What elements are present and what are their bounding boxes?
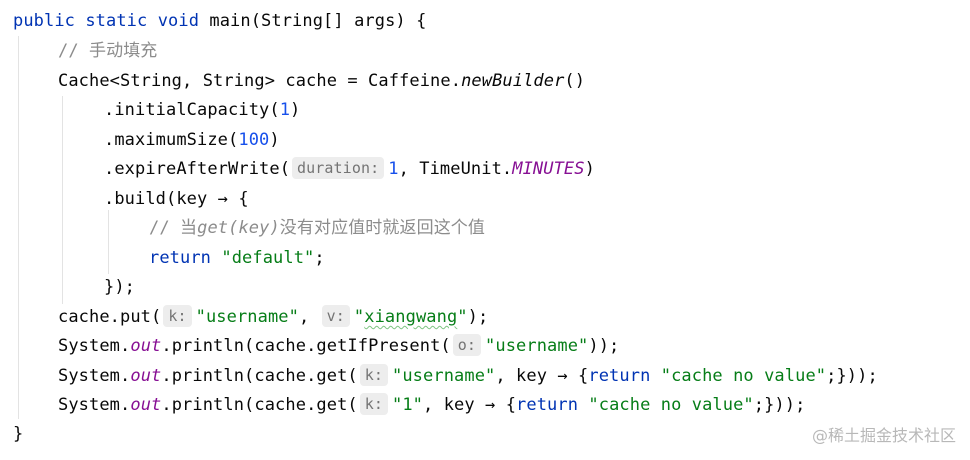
indent-guide xyxy=(108,210,109,274)
code-line-10: }); xyxy=(104,272,135,302)
parameter-hint: k: xyxy=(359,393,389,415)
keyword-return: return xyxy=(149,248,222,268)
comment: // 手动填充 xyxy=(58,41,158,61)
method-signature: main(String[] args) { xyxy=(209,11,427,31)
comment: 没有对应值时就返回这个值 xyxy=(279,218,485,238)
code-text: .println(cache.getIfPresent( xyxy=(161,336,451,356)
code-text: } xyxy=(13,424,24,444)
code-text: , key → { xyxy=(423,395,517,415)
indent-guide xyxy=(62,96,63,304)
code-text: }); xyxy=(104,277,136,297)
static-field: MINUTES xyxy=(512,159,585,179)
code-text: ;})); xyxy=(826,366,878,386)
parameter-hint: k: xyxy=(163,305,192,327)
code-line-6: .expireAfterWrite(duration:1, TimeUnit.M… xyxy=(104,154,595,184)
code-line-12: System.out.println(cache.getIfPresent(o:… xyxy=(58,331,619,361)
indent-guide xyxy=(18,36,19,419)
code-text: System. xyxy=(58,336,131,356)
code-text: .maximumSize( xyxy=(104,130,239,150)
code-text: .expireAfterWrite( xyxy=(104,159,291,179)
number-literal: 1 xyxy=(388,159,399,179)
code-line-15: } xyxy=(13,419,23,449)
code-text: .println(cache.get( xyxy=(161,366,358,386)
string-literal: "cache no value" xyxy=(588,395,754,415)
string-quote: " xyxy=(457,307,468,327)
code-line-13: System.out.println(cache.get(k:"username… xyxy=(58,361,878,391)
string-literal: "username" xyxy=(485,336,589,356)
code-text: , TimeUnit. xyxy=(398,159,513,179)
keywords: public static void xyxy=(13,11,210,31)
keyword-return: return xyxy=(516,395,589,415)
string-literal: "username" xyxy=(195,307,299,327)
code-line-14: System.out.println(cache.get(k:"1", key … xyxy=(58,390,805,420)
string-literal: "default" xyxy=(221,248,315,268)
code-text: , key → { xyxy=(495,366,589,386)
code-text: .build(key → { xyxy=(104,189,249,209)
code-text: ;})); xyxy=(753,395,806,415)
code-text: () xyxy=(564,71,586,91)
parameter-hint: v: xyxy=(321,305,350,327)
code-line-5: .maximumSize(100) xyxy=(104,125,280,155)
typo-string: xiangwang xyxy=(364,307,458,327)
code-text: , xyxy=(298,307,320,327)
code-text: ); xyxy=(467,307,489,327)
static-field: out xyxy=(130,336,162,356)
code-text: cache.put( xyxy=(58,307,162,327)
number-literal: 100 xyxy=(238,130,270,150)
code-line-11: cache.put(k:"username", v:"xiangwang"); xyxy=(58,302,488,332)
code-text: System. xyxy=(58,366,131,386)
code-line-1: public static void main(String[] args) { xyxy=(13,6,426,36)
code-text: ) xyxy=(290,100,301,120)
string-literal: "1" xyxy=(392,395,424,415)
code-text: ; xyxy=(314,248,325,268)
parameter-hint: o: xyxy=(452,334,482,356)
static-method: newBuilder xyxy=(461,71,565,91)
code-text: .initialCapacity( xyxy=(104,100,280,120)
code-line-8: // 当get(key)没有对应值时就返回这个值 xyxy=(149,213,485,243)
code-line-3: Cache<String, String> cache = Caffeine.n… xyxy=(58,66,585,96)
parameter-hint: duration: xyxy=(292,157,385,179)
comment-code: get(key) xyxy=(197,218,280,238)
string-literal: "cache no value" xyxy=(660,366,827,386)
code-text: ) xyxy=(269,130,280,150)
code-line-4: .initialCapacity(1) xyxy=(104,95,300,125)
string-quote: " xyxy=(353,307,365,327)
static-field: out xyxy=(130,395,162,415)
code-text: System. xyxy=(58,395,131,415)
string-literal: "username" xyxy=(392,366,496,386)
comment: // 当 xyxy=(149,218,198,238)
static-field: out xyxy=(130,366,162,386)
code-line-9: return "default"; xyxy=(149,243,325,273)
number-literal: 1 xyxy=(279,100,291,120)
code-line-7: .build(key → { xyxy=(104,184,249,214)
code-text: ) xyxy=(584,159,595,179)
keyword-return: return xyxy=(588,366,661,386)
parameter-hint: k: xyxy=(359,364,389,386)
code-text: Cache<String, String> cache = Caffeine. xyxy=(58,71,462,91)
watermark: @稀土掘金技术社区 xyxy=(811,426,956,445)
code-text: )); xyxy=(588,336,620,356)
code-line-2: // 手动填充 xyxy=(58,36,157,66)
code-text: .println(cache.get( xyxy=(161,395,358,415)
